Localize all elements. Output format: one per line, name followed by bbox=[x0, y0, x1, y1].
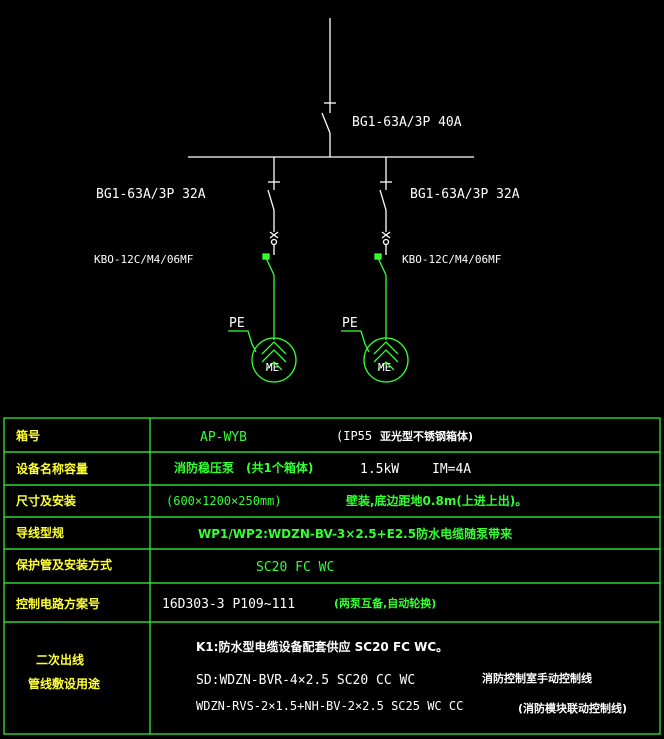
row-label-secondary-2: 管线敷设用途 bbox=[28, 676, 101, 691]
control-scheme-no: 16D303-3 P109~111 bbox=[162, 597, 295, 612]
box-ip-rating: (IP55 bbox=[336, 429, 372, 443]
right-motor-label: ME bbox=[378, 361, 391, 374]
conduit-spec: SC20 FC WC bbox=[256, 560, 334, 575]
left-motor-label: ME bbox=[266, 361, 279, 374]
equipment-power: 1.5kW bbox=[360, 462, 399, 477]
secondary-sd-purpose: 消防控制室手动控制线 bbox=[482, 671, 592, 685]
control-scheme-note: (两泵互备,自动轮换) bbox=[334, 596, 436, 610]
main-feeder bbox=[188, 18, 474, 158]
left-branch-green bbox=[228, 253, 297, 383]
left-branch-wire bbox=[267, 157, 280, 255]
secondary-rvs: WDZN-RVS-2×1.5+NH-BV-2×2.5 SC25 WC CC bbox=[196, 699, 463, 713]
right-breaker-label: BG1-63A/3P 32A bbox=[410, 187, 520, 202]
left-kbo-label: KBO-12C/M4/06MF bbox=[94, 253, 193, 266]
equipment-name: 消防稳压泵 bbox=[174, 460, 234, 475]
right-pe-label: PE bbox=[342, 316, 358, 331]
equipment-count: (共1个箱体) bbox=[246, 460, 313, 475]
row-label-control-scheme: 控制电路方案号 bbox=[16, 596, 100, 611]
right-kbo-label: KBO-12C/M4/06MF bbox=[402, 253, 501, 266]
row-label-secondary: 二次出线 bbox=[36, 652, 84, 667]
row-label-size: 尺寸及安装 bbox=[16, 493, 76, 508]
row-label-conduit: 保护管及安装方式 bbox=[15, 557, 112, 572]
box-dimensions: (600×1200×250mm) bbox=[166, 494, 282, 508]
row-label-equipment: 设备名称容量 bbox=[16, 461, 88, 476]
box-no-value: AP-WYB bbox=[200, 430, 247, 445]
row-label-box-no: 箱号 bbox=[16, 428, 40, 443]
row-label-wire-type: 导线型规 bbox=[16, 525, 64, 540]
right-branch-wire bbox=[379, 157, 392, 255]
wire-spec: WP1/WP2:WDZN-BV-3×2.5+E2.5防水电缆随泵带来 bbox=[198, 526, 513, 541]
left-pe-label: PE bbox=[229, 316, 245, 331]
right-branch-green bbox=[341, 253, 409, 383]
left-motor-circle bbox=[251, 337, 297, 383]
main-breaker-label: BG1-63A/3P 40A bbox=[352, 115, 462, 130]
secondary-rvs-purpose: (消防模块联动控制线) bbox=[518, 701, 627, 715]
secondary-sd: SD:WDZN-BVR-4×2.5 SC20 CC WC bbox=[196, 673, 415, 688]
box-mounting: 壁装,底边距地0.8m(上进上出)。 bbox=[346, 493, 527, 508]
right-motor-circle bbox=[363, 337, 409, 383]
secondary-k1: K1:防水型电缆设备配套供应 SC20 FC WC。 bbox=[196, 639, 448, 654]
equipment-current: IM=4A bbox=[432, 462, 471, 477]
box-material: 亚光型不锈钢箱体) bbox=[380, 429, 473, 443]
spec-table-grid bbox=[3, 417, 661, 735]
left-breaker-label: BG1-63A/3P 32A bbox=[96, 187, 206, 202]
